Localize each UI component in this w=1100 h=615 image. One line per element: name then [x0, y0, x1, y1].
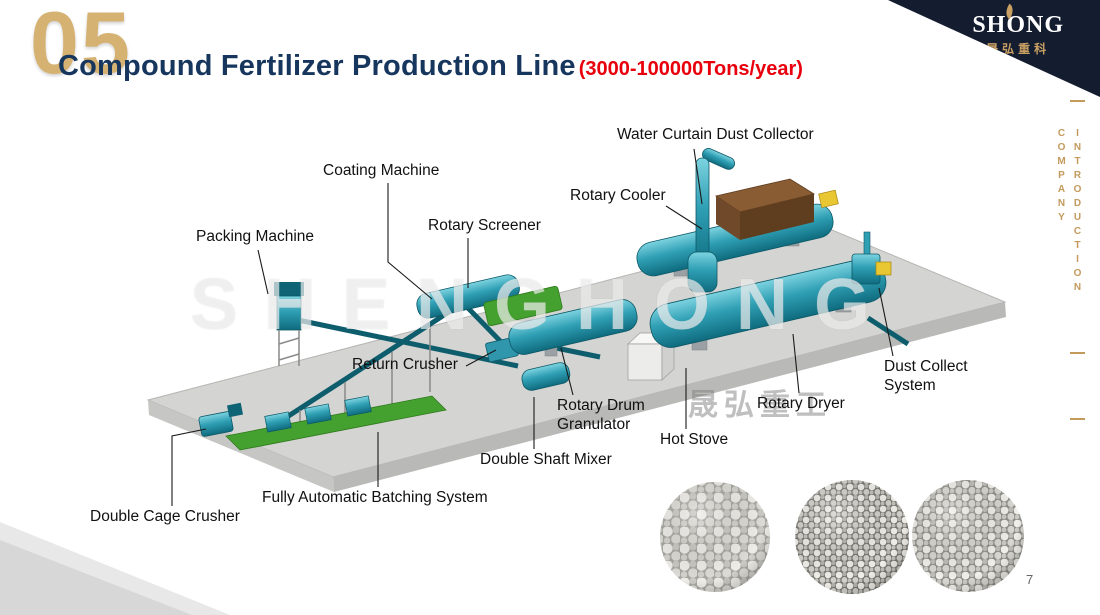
slide-number-badge: 05 — [30, 0, 132, 92]
side-tab-introduction: INTRODUCTION — [1072, 128, 1083, 296]
rotary-screener-shape — [416, 274, 520, 319]
granule-photo-3 — [912, 480, 1024, 592]
hopper-shape — [715, 178, 816, 240]
label-rotary-drum-granulator: Rotary Drum Granulator — [557, 397, 645, 434]
page-title: Compound Fertilizer Production Line — [58, 50, 576, 82]
slide-header: Compound Fertilizer Production Line(3000… — [58, 50, 803, 83]
granule-photo-2 — [795, 480, 909, 594]
granule-photo-1 — [660, 482, 770, 592]
packing-machine-shape — [274, 282, 304, 366]
label-water-curtain-dust-collector: Water Curtain Dust Collector — [617, 126, 814, 143]
batching-system-shape — [225, 395, 447, 451]
rotary-drum-granulator-shape — [508, 299, 638, 357]
label-fully-automatic-batching-system: Fully Automatic Batching System — [262, 489, 488, 506]
dust-collect-system-shape — [851, 231, 892, 285]
label-double-shaft-mixer: Double Shaft Mixer — [480, 451, 612, 468]
label-rotary-cooler: Rotary Cooler — [570, 187, 666, 204]
label-double-cage-crusher: Double Cage Crusher — [90, 508, 240, 525]
label-dust-collect-system: Dust Collect System — [884, 358, 968, 395]
page-number: 7 — [1026, 572, 1034, 587]
granule-sample-photos — [660, 480, 1024, 594]
rotary-dryer-shape — [649, 258, 887, 351]
label-coating-machine: Coating Machine — [323, 162, 440, 179]
capacity-range: (3000-100000Tons/year) — [578, 58, 803, 80]
label-rotary-dryer: Rotary Dryer — [757, 395, 845, 412]
double-shaft-mixer-shape — [521, 362, 571, 391]
side-tab-company: COMPANY — [1056, 128, 1067, 226]
gold-dash-bottom — [1070, 418, 1085, 420]
double-cage-crusher-shape — [198, 402, 244, 437]
gold-dash-top — [1070, 100, 1085, 102]
label-packing-machine: Packing Machine — [196, 228, 315, 245]
label-return-crusher: Return Crusher — [352, 356, 458, 373]
label-hot-stove: Hot Stove — [660, 431, 729, 448]
logo-text: SHONG — [972, 12, 1064, 38]
corner-decoration-bottom-left — [0, 522, 230, 615]
gold-dash-middle — [1070, 352, 1085, 354]
coating-machine-shape — [483, 285, 563, 327]
label-rotary-screener: Rotary Screener — [428, 217, 541, 234]
logo-wordmark: SHONG — [972, 3, 1064, 39]
